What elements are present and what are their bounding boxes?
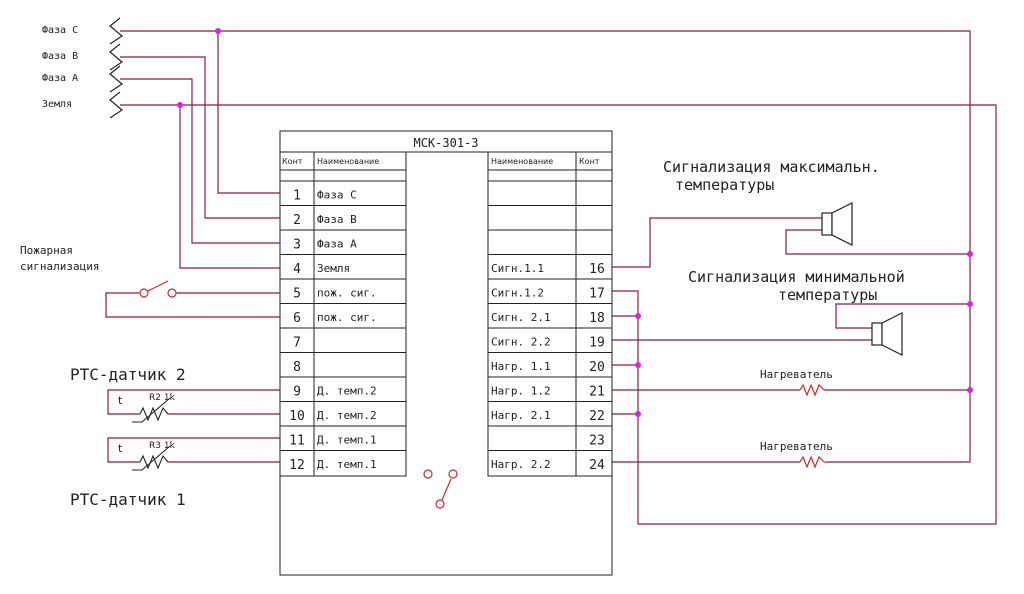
row-lines [280, 180, 612, 451]
switch-contact-right [167, 288, 177, 298]
right-terminal-number: 17 [589, 287, 605, 302]
wire-phase-b [120, 56, 280, 219]
label-alarm-max-1: Сигнализация максимальн. [663, 158, 880, 176]
wire-ground-to-pin4 [179, 105, 280, 269]
switch-contact-left [139, 288, 149, 298]
right-terminal-number: 16 [589, 262, 605, 277]
left-terminal-name: Фаза С [317, 189, 357, 202]
label-heater-2: Нагреватель [760, 440, 833, 453]
label-fire-alarm-2: сигнализация [20, 260, 99, 273]
supply-terminals [109, 17, 124, 119]
wire-siren-max-a [609, 217, 822, 268]
wires [105, 30, 997, 539]
label-fire-alarm-1: Пожарная [20, 244, 73, 257]
right-terminal-name: Сигн.1.2 [491, 287, 544, 300]
left-terminal-number: 6 [293, 311, 301, 326]
right-terminal-name: Нагр. 2.2 [491, 458, 551, 471]
wire-siren-max-b [785, 229, 970, 255]
right-terminal-number: 18 [589, 311, 605, 326]
label-t-r3: t [118, 442, 123, 455]
device-title: МСК-301-3 [413, 136, 478, 150]
label-alarm-min-2: температуры [778, 286, 877, 304]
label-phase-b: Фаза В [42, 51, 78, 62]
left-header-kont: Конт [282, 157, 303, 166]
left-terminal-name: пож. сиг. [317, 311, 377, 324]
relay-contact-22 [423, 469, 433, 479]
left-terminal-name: Фаза А [317, 238, 357, 251]
label-phase-c: Фаза С [42, 25, 78, 36]
left-terminal-number: 12 [289, 458, 305, 473]
label-heater-1: Нагреватель [760, 368, 833, 381]
internal-relay [423, 469, 458, 509]
siren-min-icon [871, 312, 903, 356]
label-ground: Земля [42, 99, 72, 110]
left-terminal-name: Д. темп.1 [317, 434, 377, 447]
label-r3: R3 1k [149, 441, 176, 451]
right-terminal-number: 24 [589, 458, 605, 473]
left-terminal-number: 2 [293, 213, 301, 228]
left-terminal-number: 8 [293, 360, 301, 375]
right-header-kont: Конт [579, 157, 600, 166]
left-terminal-name: Земля [317, 262, 350, 275]
label-r2: R2 1k [149, 393, 176, 403]
right-terminal-name: Нагр. 1.1 [491, 360, 551, 373]
right-terminal-name: Нагр. 1.2 [491, 385, 551, 398]
junctions [177, 28, 973, 417]
left-terminal-name: Д. темп.2 [317, 409, 377, 422]
left-terminal-rows: 1 Фаза С 2 Фаза В 3 Фаза А 4 Земля 5 пож. сиг. 6 по… [289, 189, 376, 474]
left-terminal-number: 3 [293, 238, 301, 253]
wire-phase-c [120, 30, 971, 463]
left-terminal-name: Фаза В [317, 213, 357, 226]
left-terminal-number: 10 [289, 409, 305, 424]
left-terminal-number: 7 [293, 336, 301, 351]
right-terminal-name: Сигн. 2.1 [491, 311, 551, 324]
device-msk-301-3 [279, 130, 613, 576]
right-terminal-number: 19 [589, 336, 605, 351]
siren-max-icon [821, 202, 853, 246]
left-terminal-number: 11 [289, 434, 305, 449]
wire-phase-a [120, 78, 280, 244]
right-terminal-number: 23 [589, 434, 605, 449]
right-terminal-number: 20 [589, 360, 605, 375]
wire-ptc1 [107, 437, 280, 463]
resistor-r2 [132, 397, 171, 423]
right-terminal-name: Сигн. 2.2 [491, 336, 551, 349]
right-header-name: Наименование [491, 157, 553, 166]
left-terminal-number: 1 [293, 189, 301, 204]
relay-contact-23 [448, 469, 458, 479]
label-alarm-min-1: Сигнализация минимальной [688, 268, 905, 286]
right-terminal-number: 22 [589, 409, 605, 424]
relay-contact-common [435, 499, 445, 509]
wire-ground [120, 104, 997, 525]
wire-siren-min-a [835, 303, 970, 329]
switch-blade [147, 280, 169, 292]
wire-ptc2 [107, 389, 280, 415]
right-terminal-name: Сигн.1.1 [491, 262, 544, 275]
label-ptc2: PTC-датчик 2 [70, 365, 186, 384]
right-terminal-name: Нагр. 2.1 [491, 409, 551, 422]
left-terminal-name: Д. темп.1 [317, 458, 377, 471]
wire-fire-alarm-bottom [105, 292, 280, 318]
left-terminal-name: Д. темп.2 [317, 385, 377, 398]
label-ptc1: PTC-датчик 1 [70, 490, 186, 509]
left-terminal-number: 9 [293, 385, 301, 400]
label-alarm-max-2: температуры [675, 176, 774, 194]
left-terminal-number: 5 [293, 287, 301, 302]
left-terminal-name: пож. сиг. [317, 287, 377, 300]
right-terminal-number: 21 [589, 385, 605, 400]
resistor-r3 [132, 445, 171, 471]
heater-2-icon [799, 455, 827, 469]
left-terminal-number: 4 [293, 262, 301, 277]
label-t-r2: t [118, 394, 123, 407]
label-phase-a: Фаза А [42, 73, 78, 84]
relay-blade [441, 478, 452, 501]
heater-1-icon [799, 383, 825, 397]
left-header-name: Наименование [317, 157, 379, 166]
wire-phase-c-to-pin1 [217, 31, 280, 194]
fire-alarm-switch [138, 280, 177, 298]
